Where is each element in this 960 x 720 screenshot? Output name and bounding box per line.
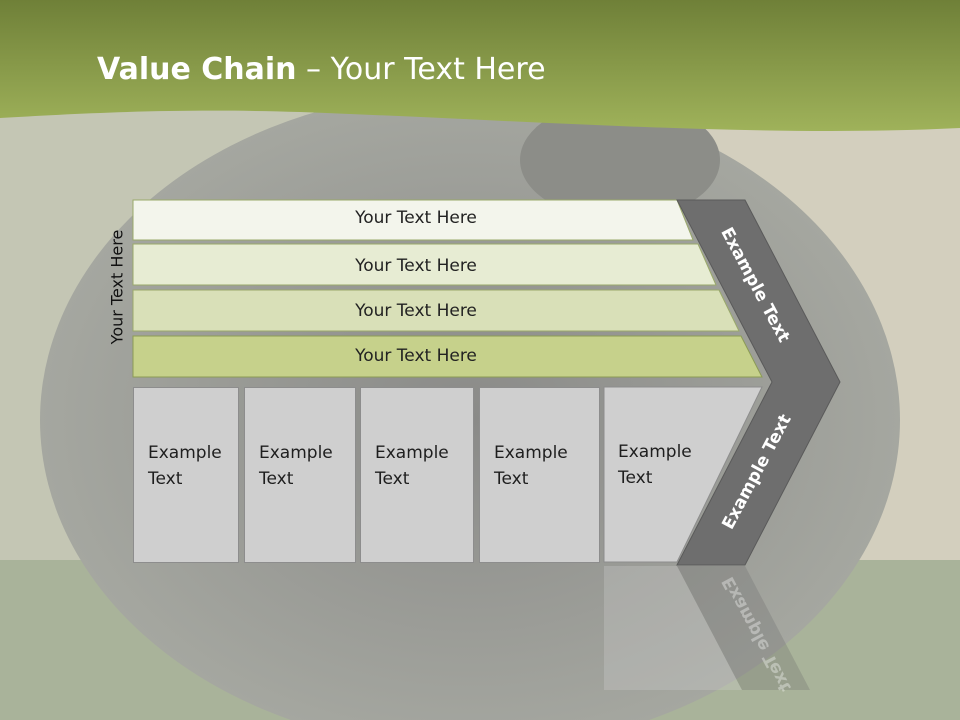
- box-2-text: Example Text: [259, 443, 333, 489]
- box-5-reflection: [604, 566, 742, 690]
- bar-2: [132, 243, 717, 286]
- bar-2-label: Your Text Here: [355, 256, 477, 276]
- box-3: Example Text: [360, 387, 474, 563]
- box-4-text: Example Text: [494, 443, 568, 489]
- bar-3-label: Your Text Here: [355, 301, 477, 321]
- box-4-reflection: Example Text: [479, 563, 600, 693]
- chevron-reflection: [677, 566, 810, 690]
- box-3-text: Example Text: [375, 443, 449, 489]
- bar-4: [132, 335, 763, 378]
- box-5-shape: [603, 386, 763, 563]
- box-2-reflection: Example Text: [244, 563, 356, 693]
- bar-3: [132, 289, 740, 332]
- chevron-arrow: [676, 199, 841, 566]
- box-4: Example Text: [479, 387, 600, 563]
- box-5-reflection-text-wrap: Example Text: [604, 563, 704, 693]
- box-1-text: Example Text: [148, 443, 222, 489]
- box-5: Example Text: [604, 387, 704, 563]
- photo-gorilla-head: [520, 100, 720, 220]
- bar-1-label: Your Text Here: [355, 208, 477, 228]
- title-bold: Value Chain: [97, 52, 297, 87]
- header-band: [0, 0, 960, 131]
- bar-1: [132, 199, 694, 241]
- box-2: Example Text: [244, 387, 356, 563]
- box-1-reflection: Example Text: [133, 563, 239, 693]
- box-1: Example Text: [133, 387, 239, 563]
- title-rest: – Your Text Here: [296, 52, 546, 87]
- box-3-reflection: Example Text: [360, 563, 474, 693]
- side-label: Your Text Here: [107, 229, 127, 345]
- bar-4-label: Your Text Here: [355, 346, 477, 366]
- slide-title: Value Chain – Your Text Here: [97, 52, 546, 87]
- box-5-text: Example Text: [618, 442, 692, 488]
